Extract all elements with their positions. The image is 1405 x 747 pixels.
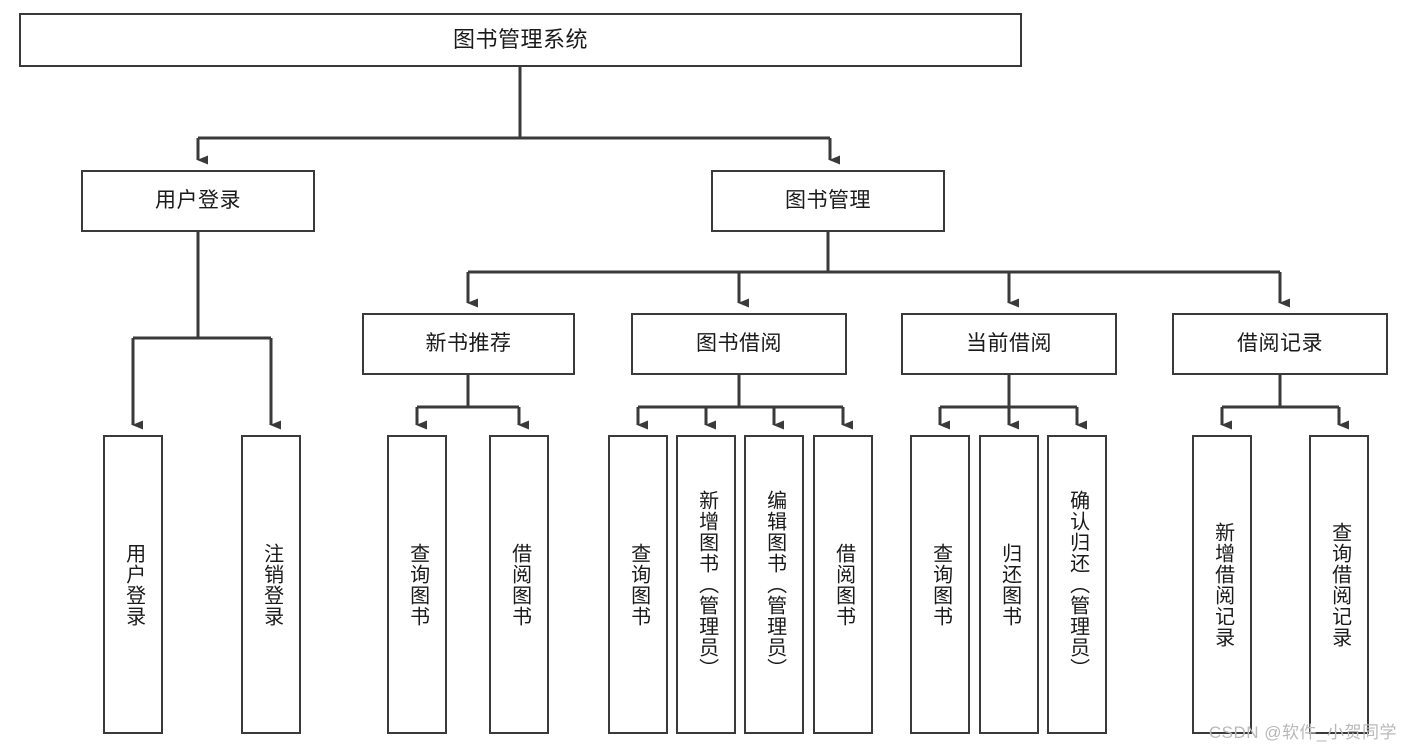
node-borrow-record[interactable]: 借阅记录 [1172, 313, 1388, 375]
leaf-query-borrow-record[interactable]: 查询借阅记录 [1309, 435, 1369, 734]
leaf-borrow-book-recommend[interactable]: 借阅图书 [489, 435, 549, 734]
node-label: 图书借阅 [696, 332, 782, 356]
node-label: 编辑图书（管理员） [763, 490, 786, 679]
node-user-login[interactable]: 用户登录 [81, 170, 315, 232]
watermark-text: CSDN @软件_小贺同学 [1208, 723, 1397, 742]
node-label: 新增借阅记录 [1211, 521, 1234, 648]
node-book-management[interactable]: 图书管理 [711, 170, 945, 232]
node-label: 归还图书 [998, 542, 1021, 627]
leaf-query-book-recommend[interactable]: 查询图书 [387, 435, 447, 734]
node-book-borrow[interactable]: 图书借阅 [631, 313, 847, 375]
leaf-user-login[interactable]: 用户登录 [103, 435, 163, 734]
leaf-add-borrow-record[interactable]: 新增借阅记录 [1192, 435, 1252, 734]
node-label: 借阅图书 [508, 542, 531, 627]
node-root-system[interactable]: 图书管理系统 [19, 13, 1022, 67]
leaf-query-book-current[interactable]: 查询图书 [910, 435, 970, 734]
node-label: 当前借阅 [966, 332, 1052, 356]
node-label: 用户登录 [122, 542, 145, 627]
node-label: 图书管理系统 [452, 26, 588, 52]
node-current-borrow[interactable]: 当前借阅 [901, 313, 1117, 375]
leaf-logout[interactable]: 注销登录 [241, 435, 301, 734]
leaf-confirm-return-admin[interactable]: 确认归还（管理员） [1047, 435, 1107, 734]
node-label: 借阅图书 [832, 542, 855, 627]
leaf-query-book-borrow[interactable]: 查询图书 [608, 435, 668, 734]
leaf-borrow-book[interactable]: 借阅图书 [813, 435, 873, 734]
node-label: 图书管理 [785, 189, 871, 213]
node-label: 借阅记录 [1237, 332, 1323, 356]
node-label: 查询借阅记录 [1328, 521, 1351, 648]
node-label: 新增图书（管理员） [695, 490, 718, 679]
node-label: 确认归还（管理员） [1066, 490, 1089, 679]
node-label: 新书推荐 [425, 332, 512, 356]
node-label: 用户登录 [155, 189, 241, 213]
node-label: 查询图书 [929, 542, 952, 627]
leaf-return-book[interactable]: 归还图书 [979, 435, 1039, 734]
node-label: 查询图书 [406, 542, 429, 627]
leaf-add-book-admin[interactable]: 新增图书（管理员） [676, 435, 736, 734]
node-label: 注销登录 [260, 542, 283, 627]
leaf-edit-book-admin[interactable]: 编辑图书（管理员） [744, 435, 804, 734]
node-new-book-recommend[interactable]: 新书推荐 [362, 313, 575, 375]
node-label: 查询图书 [627, 542, 650, 627]
